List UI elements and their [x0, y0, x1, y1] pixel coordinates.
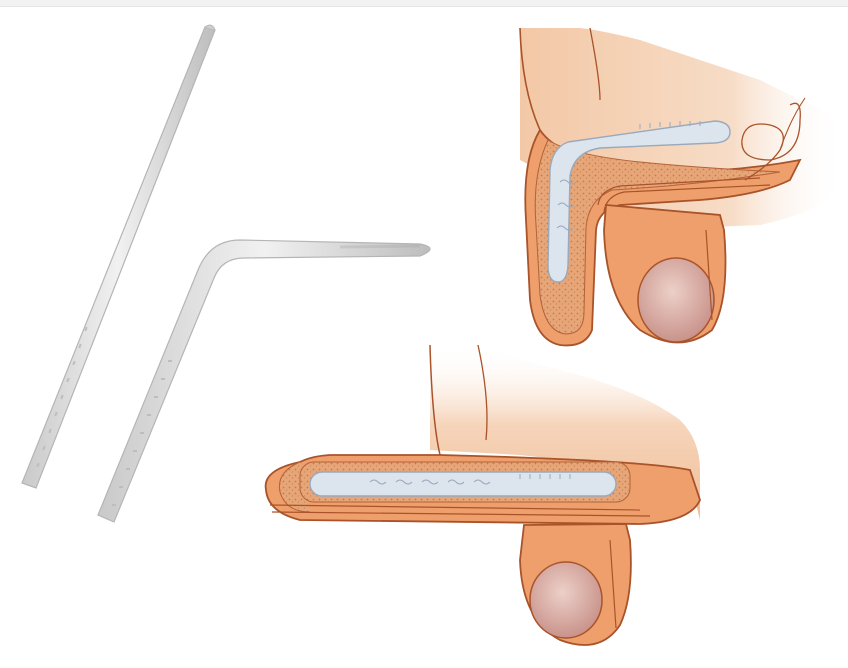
erect-anatomy-icon	[266, 345, 700, 645]
testis-icon	[638, 258, 714, 342]
testis-icon	[530, 562, 602, 638]
straight-rod-icon	[22, 25, 215, 488]
flaccid-anatomy-icon	[520, 28, 845, 345]
